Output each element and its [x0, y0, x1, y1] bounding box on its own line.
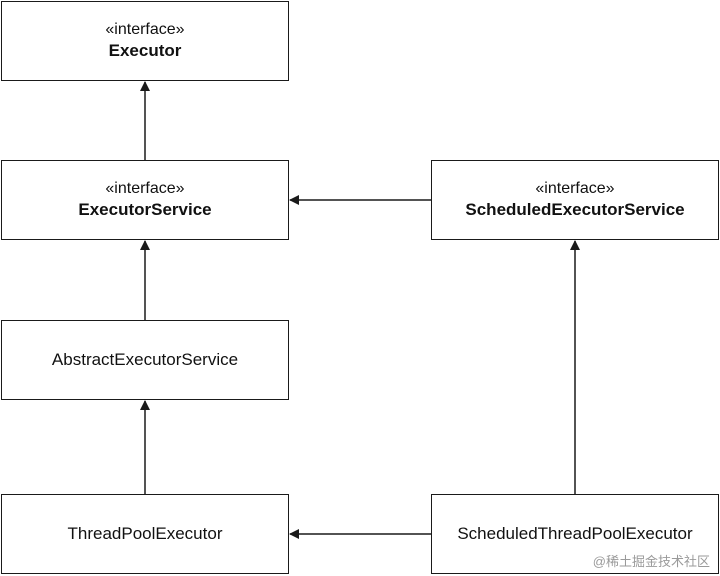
- node-executor-service-name: ExecutorService: [78, 200, 212, 219]
- node-executor-service-stereotype: «interface»: [105, 180, 185, 197]
- node-abstract-executor-service: AbstractExecutorService: [1, 320, 289, 400]
- node-executor-service: «interface» ExecutorService: [1, 160, 289, 240]
- node-executor-name: Executor: [108, 41, 182, 60]
- node-abstract-executor-service-name: AbstractExecutorService: [51, 350, 239, 369]
- node-thread-pool-executor-name: ThreadPoolExecutor: [67, 524, 223, 543]
- node-scheduled-executor-service-name: ScheduledExecutorService: [465, 200, 685, 219]
- node-scheduled-executor-service: «interface» ScheduledExecutorService: [431, 160, 719, 240]
- node-thread-pool-executor: ThreadPoolExecutor: [1, 494, 289, 574]
- node-scheduled-executor-service-stereotype: «interface»: [535, 180, 615, 197]
- node-scheduled-thread-pool-executor-name: ScheduledThreadPoolExecutor: [457, 524, 693, 543]
- node-executor-stereotype: «interface»: [105, 21, 185, 38]
- watermark: @稀土掘金技术社区: [590, 551, 712, 570]
- node-executor: «interface» Executor: [1, 1, 289, 81]
